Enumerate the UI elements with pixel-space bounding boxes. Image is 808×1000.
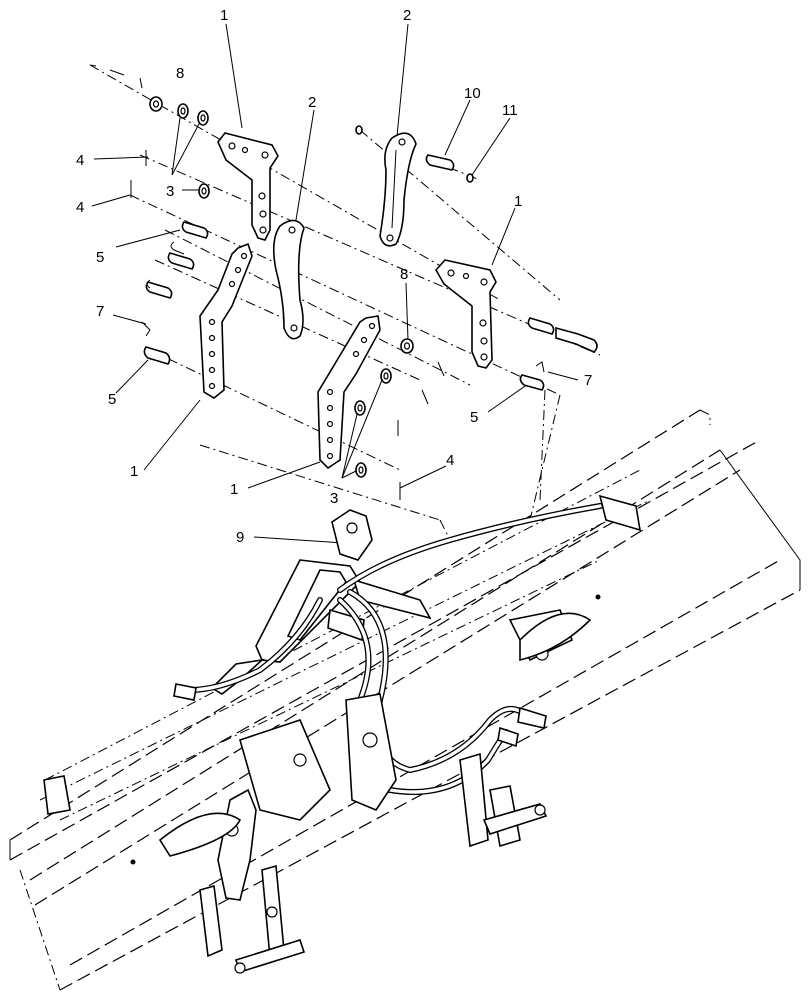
frame-outline: [9, 409, 801, 991]
callout-8: 8: [176, 65, 184, 82]
callout-1: 1: [230, 481, 238, 498]
callout-3: 3: [166, 183, 174, 200]
callout-4: 4: [76, 152, 84, 169]
link-bracket-left-long: [199, 242, 253, 399]
callout-3: 3: [330, 490, 338, 507]
callout-1: 1: [130, 463, 138, 480]
callout-7: 7: [584, 372, 592, 389]
callout-2: 2: [403, 7, 411, 24]
link-bracket-center-long: [317, 315, 381, 470]
callout-7: 7: [96, 303, 104, 320]
callout-5: 5: [470, 409, 478, 426]
callout-1: 1: [514, 193, 522, 210]
callout-8: 8: [400, 266, 408, 283]
mounting-brackets: [43, 494, 641, 974]
leader-lines: [91, 23, 579, 544]
callout-5: 5: [108, 391, 116, 408]
callout-4: 4: [76, 199, 84, 216]
curved-link-right: [379, 132, 417, 247]
callout-labels: 1 2 8 2 10 11 4 3 4 1 5 8 7 7 5 5 1 1 4 …: [76, 7, 592, 546]
curved-link-left: [272, 219, 305, 340]
callout-4: 4: [446, 452, 454, 469]
assembly-centerlines: [89, 64, 601, 541]
callout-5: 5: [96, 249, 104, 266]
link-bracket-upper-left: [217, 132, 279, 241]
callout-11: 11: [502, 102, 518, 119]
hardware: [89, 64, 598, 500]
link-bracket-right: [435, 259, 497, 369]
callout-10: 10: [464, 85, 481, 102]
callout-9: 9: [236, 529, 244, 546]
callout-2: 2: [308, 94, 316, 111]
callout-1: 1: [220, 7, 228, 24]
